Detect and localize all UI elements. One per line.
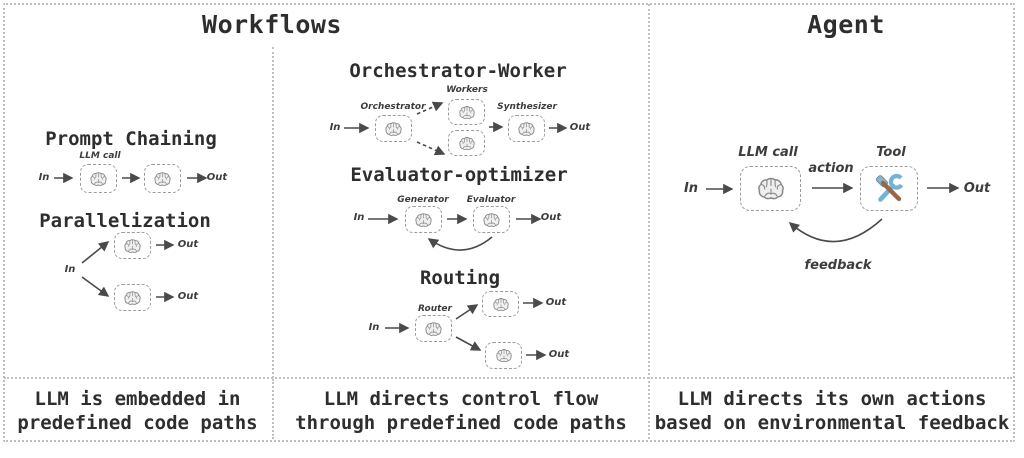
brain-icon [424, 321, 443, 337]
caption-workflows-middle: LLM directs control flow through predefi… [273, 387, 649, 435]
pc-llm-call-label: LLM call [79, 151, 121, 161]
orchestrator-worker-title: Orchestrator-Worker [349, 60, 567, 82]
agent-panel-title: Agent [807, 10, 885, 39]
agent-in-label: In [683, 181, 699, 196]
rt-router-node [415, 315, 452, 342]
divider-caption1-caption2 [272, 379, 274, 439]
brain-icon [384, 121, 403, 137]
eo-generator-node [405, 206, 442, 233]
brain-icon [123, 238, 142, 254]
agent-out-label: Out [963, 181, 991, 196]
brain-icon [756, 176, 786, 201]
eo-out-label: Out [540, 212, 562, 223]
brain-icon [89, 171, 108, 187]
caption-line: LLM directs its own actions [677, 388, 987, 410]
ow-synthesizer-label: Synthesizer [497, 102, 557, 112]
brain-icon [123, 290, 142, 306]
rt-out-bottom-label: Out [548, 349, 570, 360]
hammer-wrench-icon [873, 173, 905, 205]
eo-generator-label: Generator [397, 195, 449, 205]
pc-llm-node-2 [144, 164, 181, 193]
agent-tool-node [860, 166, 918, 211]
divider-captions [4, 377, 1012, 379]
par-out-top-label: Out [177, 239, 199, 250]
agent-llm-node [740, 166, 801, 211]
agent-feedback-label: feedback [804, 258, 872, 273]
ow-orchestrator-node [375, 115, 412, 142]
brain-icon [517, 121, 536, 137]
rt-route-node-2 [485, 342, 522, 369]
agent-tool-label: Tool [876, 145, 906, 160]
brain-icon [414, 212, 433, 228]
caption-line: LLM directs control flow [323, 388, 599, 410]
divider-column1-column2 [272, 47, 274, 378]
ow-out-label: Out [569, 122, 591, 133]
par-llm-node-2 [114, 284, 151, 311]
agent-action-label: action [808, 161, 854, 176]
ow-in-label: In [329, 122, 341, 133]
routing-title: Routing [419, 267, 501, 289]
pc-out-label: Out [206, 172, 228, 183]
brain-icon [495, 348, 513, 363]
eo-evaluator-label: Evaluator [466, 195, 516, 205]
caption-line: LLM is embedded in [34, 388, 241, 410]
caption-agent: LLM directs its own actions based on env… [650, 387, 1014, 435]
rt-in-label: In [368, 322, 380, 333]
brain-icon [458, 105, 476, 120]
caption-line: predefined code paths [17, 412, 258, 434]
ow-worker-node-2 [448, 130, 485, 156]
par-llm-node-1 [114, 232, 151, 259]
rt-route-node-1 [482, 291, 519, 317]
ow-orchestrator-label: Orchestrator [360, 102, 426, 112]
workflows-panel-title: Workflows [202, 10, 342, 39]
brain-icon [492, 297, 510, 312]
eo-in-label: In [353, 212, 365, 223]
eo-evaluator-node [473, 206, 510, 233]
evaluator-optimizer-title: Evaluator-optimizer [350, 164, 568, 186]
rt-out-top-label: Out [545, 297, 567, 308]
brain-icon [153, 171, 172, 187]
divider-workflows-agent [648, 4, 650, 439]
pc-in-label: In [38, 172, 50, 183]
par-out-bottom-label: Out [177, 291, 199, 302]
agent-llm-call-label: LLM call [738, 145, 798, 160]
par-in-label: In [64, 264, 76, 275]
outer-dotted-border [3, 3, 1015, 442]
caption-line: through predefined code paths [295, 412, 627, 434]
ow-synthesizer-node [508, 115, 545, 142]
caption-workflows-left: LLM is embedded in predefined code paths [3, 387, 272, 435]
pc-llm-node-1 [80, 164, 117, 193]
parallelization-title: Parallelization [39, 210, 211, 232]
ow-worker-node-1 [448, 99, 485, 125]
brain-icon [482, 212, 501, 228]
rt-router-label: Router [418, 304, 452, 314]
caption-line: based on environmental feedback [654, 412, 1010, 434]
ow-workers-label: Workers [446, 85, 488, 95]
brain-icon [458, 136, 476, 151]
prompt-chaining-title: Prompt Chaining [45, 128, 217, 150]
